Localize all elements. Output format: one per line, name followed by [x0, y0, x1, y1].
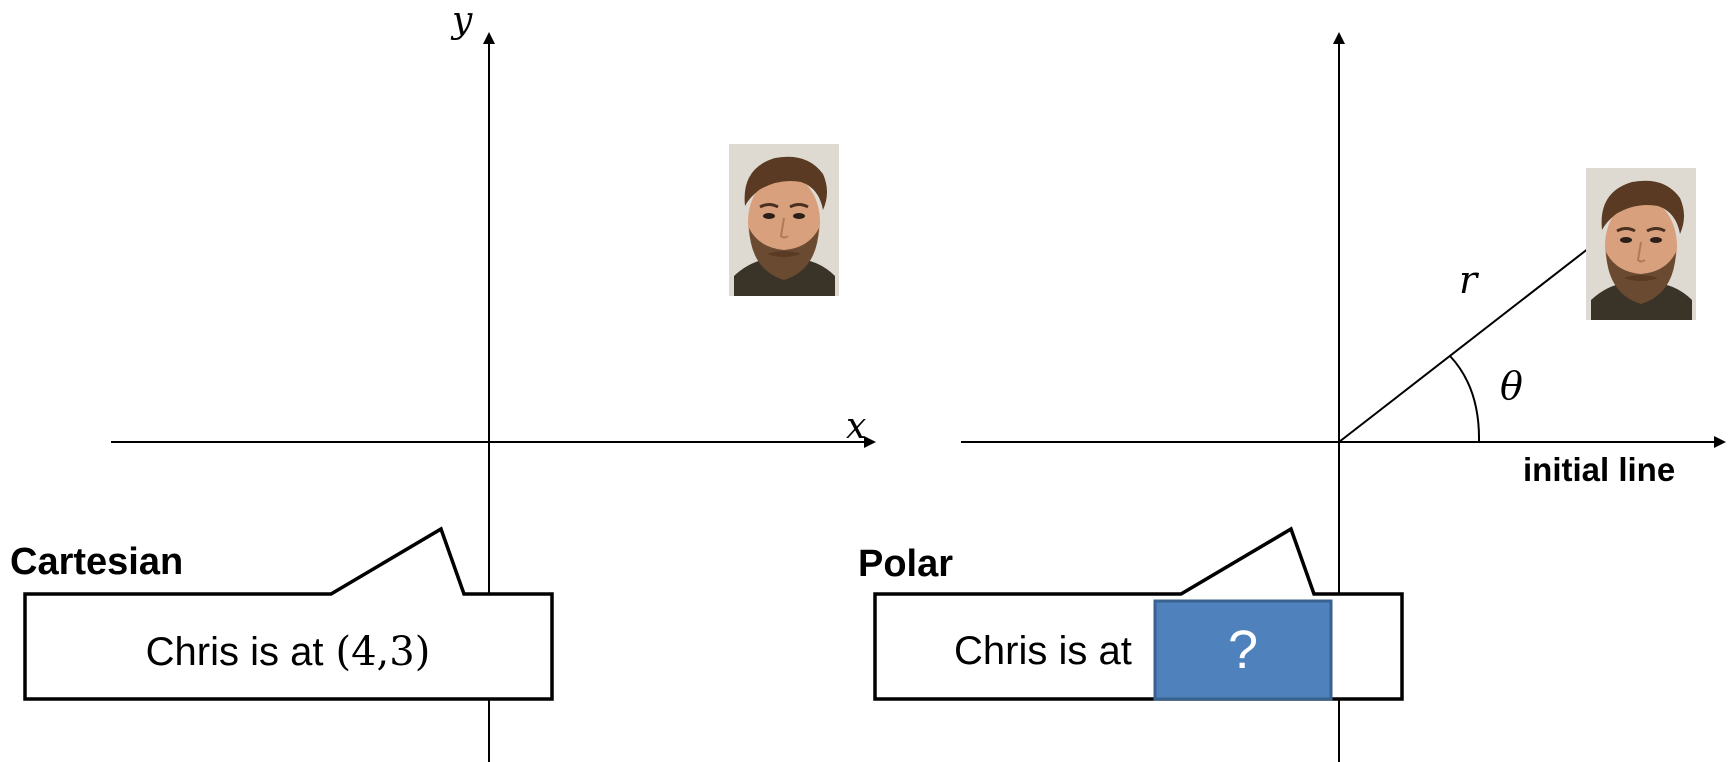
cartesian-title: Cartesian [10, 541, 183, 583]
polar-answer-placeholder: ? [1228, 620, 1258, 680]
chris-photo-cartesian [727, 142, 841, 298]
cartesian-callout-bubble [23, 526, 554, 701]
polar-callout-text: Chris is at [954, 629, 1132, 673]
polar-answer-box[interactable] [1153, 599, 1333, 701]
cartesian-callout-text: Chris is at(4,3) [146, 629, 431, 675]
cartesian-x-axis-label: x [846, 406, 866, 447]
cartesian-y-axis-label: y [450, 0, 473, 41]
cartesian-panel: x y Cartesian Chris is at(4,3) [10, 0, 876, 762]
chris-photo-polar [1584, 166, 1698, 322]
polar-initial-line-label: initial line [1523, 451, 1675, 488]
polar-title: Polar [858, 543, 953, 585]
polar-radius-line [1338, 247, 1590, 443]
polar-angle-arc [1449, 355, 1481, 443]
cartesian-callout: Chris is at(4,3) [23, 526, 554, 701]
polar-panel: r θ initial line Polar Chris is at ? [858, 32, 1726, 762]
polar-angle-label: θ [1500, 364, 1523, 408]
polar-callout: Chris is at ? [873, 526, 1404, 701]
polar-radius-label: r [1459, 258, 1480, 302]
